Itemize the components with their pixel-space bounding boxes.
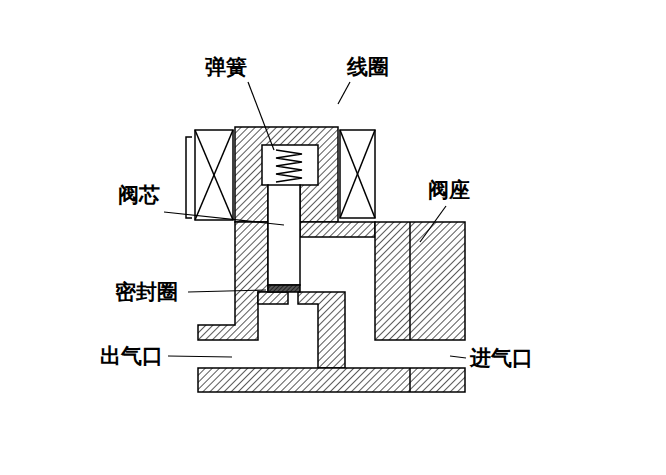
coil-cross xyxy=(340,130,375,218)
leader-line xyxy=(248,82,274,150)
part-label: 阀座 xyxy=(428,178,470,202)
left-wall xyxy=(198,222,268,340)
part-label: 阀芯 xyxy=(118,183,160,207)
part-label: 出气口 xyxy=(100,344,163,368)
leader-line xyxy=(168,356,232,357)
coil-cross xyxy=(195,130,233,220)
seat-divider xyxy=(409,222,411,340)
leader-line xyxy=(164,212,284,225)
valve-seat-block xyxy=(375,222,465,340)
part-label: 弹簧 xyxy=(205,55,247,79)
coil-right xyxy=(340,130,375,218)
spring xyxy=(276,150,302,182)
coil-bracket xyxy=(186,137,192,218)
leader-line xyxy=(188,290,266,292)
seat-column xyxy=(298,292,345,368)
bottom-plate xyxy=(198,368,465,392)
coil-cross xyxy=(195,130,233,220)
plate-divider xyxy=(409,368,411,392)
top-plate xyxy=(300,222,375,237)
leader-line xyxy=(420,206,446,242)
leader-line xyxy=(338,82,350,104)
coil-left xyxy=(195,130,233,220)
part-label: 进气口 xyxy=(470,346,533,370)
seat-piece xyxy=(258,292,288,304)
leader-line xyxy=(450,356,466,358)
part-label: 线圈 xyxy=(347,55,389,79)
valve-core xyxy=(268,185,300,285)
part-label: 密封圈 xyxy=(115,280,178,304)
seal-ring xyxy=(268,285,300,292)
coil-cross xyxy=(340,130,375,218)
